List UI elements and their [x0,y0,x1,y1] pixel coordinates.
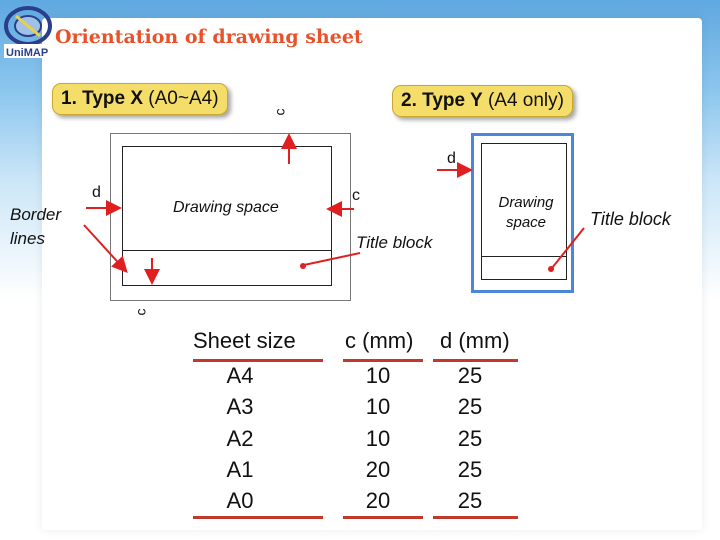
table-rule-top-2 [343,359,423,362]
type-y-box: 2. Type Y (A4 only) [392,85,573,117]
label-drawing-space-x: Drawing space [173,199,279,216]
table-cell: 10 [365,363,391,388]
table-cell: 25 [457,363,483,388]
type-x-box: 1. Type X (A0~A4) [52,83,228,115]
table-rule-top-3 [433,359,518,362]
label-title-block-y: Title block [590,209,671,229]
type-x-rest: (A0~A4) [143,88,219,109]
type-x-bold: 1. Type X [61,88,144,109]
arrow-title-block-x [303,252,361,266]
table-cell: 25 [457,457,483,482]
table-cell: 25 [457,394,483,419]
logo-icon: UniMAP [4,6,52,59]
table-cell: 20 [365,457,391,482]
table-cell: 20 [365,488,391,513]
table-cell: 25 [457,426,483,451]
label-d-right: d [447,150,456,167]
label-drawing-space-y: Drawing space [498,194,554,231]
label-c-mid: c [352,187,360,204]
table-rule-bottom-3 [433,516,518,519]
svg-text:UniMAP: UniMAP [6,47,48,59]
label-border-lines: Border lines [10,205,62,248]
label-d-left: d [92,184,101,201]
table-rule-top-1 [193,359,323,362]
border-lines-y [481,143,567,280]
sheet-type-y [471,133,574,293]
table-cell: 25 [457,488,483,513]
table-cell: A1 [226,457,254,482]
label-title-block-x: Title block [356,233,433,252]
pointer-dot-y [548,266,554,272]
table-cell: A4 [226,363,254,388]
arrow-border-lines [83,224,128,273]
table-cell: A3 [226,394,254,419]
type-y-rest: (A4 only) [482,90,564,111]
table-cell: A2 [226,426,254,451]
table-cell: 10 [365,394,391,419]
table-rule-bottom-1 [193,516,323,519]
table-header-d: d (mm) [440,328,510,353]
table-cell: 10 [365,426,391,451]
pointer-dot-x [300,263,306,269]
page-title: Orientation of drawing sheet [55,26,363,48]
table-header-c: c (mm) [345,328,414,353]
title-block-area-x [122,250,332,286]
type-y-bold: 2. Type Y [401,90,483,111]
title-block-area-y [481,256,567,280]
arrow-title-block-y [551,227,585,269]
table-cell: A0 [226,488,254,513]
table-header-sheet-size: Sheet size [193,328,296,353]
table-rule-bottom-2 [343,516,423,519]
